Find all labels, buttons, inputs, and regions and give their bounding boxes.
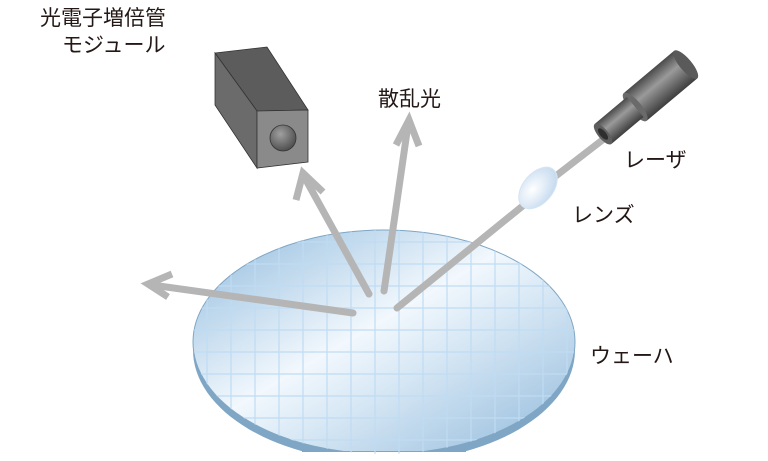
label-pmt-line2: モジュール (62, 33, 166, 57)
arrowhead-left (140, 270, 174, 300)
arrowhead-up (392, 111, 423, 148)
wafer (192, 229, 576, 454)
laser-beam (544, 134, 609, 186)
laser (593, 50, 699, 145)
incident-beam (393, 196, 534, 312)
scatter-arrow-pmt (302, 176, 373, 298)
label-scattered-light: 散乱光 (378, 87, 441, 111)
photomultiplier-module (214, 46, 309, 170)
label-lens: レンズ (572, 203, 635, 227)
arrowhead-pmt (292, 166, 326, 201)
scatter-arrow-up (380, 121, 412, 295)
lens (518, 166, 558, 210)
pmt-window (269, 124, 297, 152)
label-pmt-line1: 光電子増倍管 (40, 6, 166, 30)
scatter-arrow-left (148, 281, 357, 317)
beams (140, 111, 609, 317)
label-laser: レーザ (624, 148, 687, 172)
label-wafer: ウェーハ (590, 344, 674, 368)
